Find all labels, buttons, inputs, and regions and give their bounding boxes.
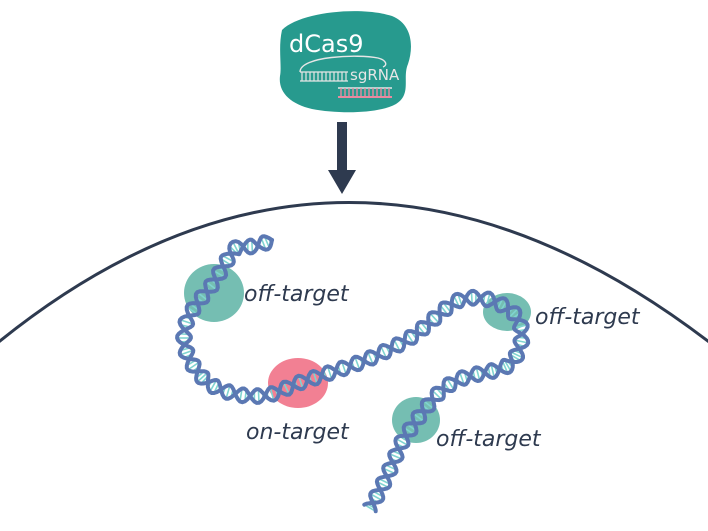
dna-base-pair	[485, 292, 491, 307]
sgrna-label: sgRNA	[350, 66, 400, 84]
dna-base-pair	[508, 307, 519, 319]
dna-base-pair	[429, 312, 440, 324]
dna-base-pair	[412, 412, 425, 423]
dna-base-pair	[205, 280, 218, 291]
dcas9-body	[279, 11, 411, 113]
dna-base-pair	[179, 349, 194, 356]
sgrna-stem	[300, 71, 348, 82]
dna-base-pair	[395, 437, 409, 447]
dna-base-pair	[196, 372, 209, 383]
dna-base-pair	[225, 385, 231, 399]
dna-base-pair	[366, 351, 374, 365]
dna-base-pair	[475, 367, 481, 381]
arrow-shaft	[337, 122, 347, 174]
off-target-label-3: off-target	[436, 427, 542, 452]
off-target-label-1: off-target	[244, 282, 350, 307]
dcas9-label: dCas9	[289, 30, 363, 58]
dna-strand-b	[175, 237, 530, 507]
dna-base-pair	[514, 339, 529, 344]
dna-base-pair	[282, 381, 291, 395]
dcas9-protein: dCas9	[279, 11, 411, 113]
dna-base-pair	[388, 453, 403, 460]
sgrna-loop	[299, 55, 387, 73]
dna-molecule	[175, 234, 531, 514]
sgrna-target-region	[338, 87, 392, 98]
dna-base-pair	[354, 356, 361, 371]
dna-base-pair	[490, 363, 496, 378]
nucleus-membrane	[0, 201, 708, 344]
dna-base-pair	[422, 399, 435, 410]
entry-arrow	[328, 122, 356, 194]
off-target-label-2: off-target	[535, 305, 641, 330]
dna-base-pair	[513, 323, 528, 330]
dna-base-pair	[187, 361, 200, 371]
dna-base-pair	[369, 493, 383, 502]
dna-base-pair	[179, 319, 194, 325]
arrow-head	[328, 170, 356, 194]
on-target-label: on-target	[246, 420, 350, 445]
dna-base-pair	[510, 351, 524, 359]
dna-base-pair	[269, 387, 275, 401]
